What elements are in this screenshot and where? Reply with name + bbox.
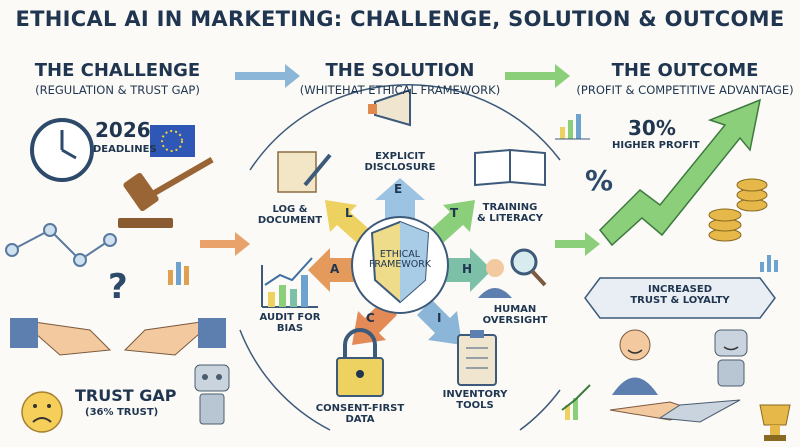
arrow-center-to-right-icon bbox=[555, 232, 600, 256]
arrow-challenge-to-solution-icon bbox=[235, 64, 300, 88]
padlock-icon bbox=[336, 328, 384, 397]
scroll-pen-icon bbox=[277, 151, 332, 193]
step-label: & LITERACY bbox=[477, 212, 543, 224]
letter-a: A bbox=[330, 262, 340, 276]
robot-icon bbox=[194, 364, 230, 425]
handshake-icon bbox=[609, 399, 741, 423]
framework-label-line2: FRAMEWORK bbox=[368, 258, 432, 270]
person-magnifier-icon bbox=[478, 248, 547, 298]
letter-t-arrow bbox=[430, 200, 475, 243]
letter-i: I bbox=[437, 311, 442, 325]
step-label: EXPLICIT bbox=[375, 151, 425, 162]
letter-h: H bbox=[462, 262, 473, 276]
up-chart-icon bbox=[561, 384, 591, 420]
step-label: BIAS bbox=[276, 322, 304, 334]
step-label: INVENTORY bbox=[442, 389, 508, 400]
cycle-arc-top bbox=[249, 84, 561, 171]
arrow-left-to-center-icon bbox=[200, 232, 250, 256]
profit-value: 30% bbox=[628, 116, 676, 140]
trust-gap-label: TRUST GAP bbox=[75, 386, 177, 405]
growth-chart-icon bbox=[555, 114, 590, 140]
eu-flag-icon bbox=[150, 125, 195, 157]
clipboard-icon bbox=[457, 330, 497, 386]
gavel-icon bbox=[118, 157, 214, 228]
growth-arrow-icon bbox=[598, 98, 762, 247]
step-label: DATA bbox=[345, 413, 375, 425]
framework-label-line1: ETHICAL bbox=[379, 249, 421, 260]
banner-line1: INCREASED bbox=[647, 284, 713, 295]
framework-center-label: ETHICAL FRAMEWORK bbox=[352, 250, 448, 270]
arrow-solution-to-outcome-icon bbox=[505, 64, 570, 88]
step-label: HUMAN bbox=[493, 304, 537, 315]
letter-c: C bbox=[366, 311, 375, 325]
solution-subheading: (WHITEHAT ETHICAL FRAMEWORK) bbox=[299, 83, 501, 97]
challenge-subheading: (REGULATION & TRUST GAP) bbox=[35, 83, 200, 97]
step-label: AUDIT FOR bbox=[259, 312, 321, 323]
profit-label: HIGHER PROFIT bbox=[612, 140, 700, 151]
megaphone-icon bbox=[368, 88, 411, 127]
letter-e-arrow bbox=[375, 178, 425, 225]
letter-e: E bbox=[394, 182, 403, 196]
clock-icon bbox=[30, 118, 94, 182]
page-title: ETHICAL AI IN MARKETING: CHALLENGE, SOLU… bbox=[15, 7, 785, 31]
outcome-subheading: (PROFIT & COMPETITIVE ADVANTAGE) bbox=[576, 83, 794, 97]
deadline-label: DEADLINES bbox=[93, 144, 157, 155]
letter-i-arrow bbox=[417, 300, 462, 345]
step-label: OVERSIGHT bbox=[482, 314, 548, 326]
trust-banner bbox=[584, 277, 776, 319]
banner-line2: TRUST & LOYALTY bbox=[630, 294, 730, 306]
cycle-arc-bottom-right bbox=[519, 389, 561, 431]
trophy-icon bbox=[759, 404, 791, 441]
percent-icon: % bbox=[585, 164, 613, 197]
deadline-year: 2026 bbox=[95, 118, 151, 142]
letter-a-arrow bbox=[308, 248, 355, 292]
network-icon bbox=[5, 223, 117, 267]
smiling-robot-icon bbox=[714, 329, 748, 387]
letter-l-arrow bbox=[325, 200, 370, 243]
bar-chart-icon bbox=[168, 262, 189, 285]
step-label: CONSENT-FIRST bbox=[315, 403, 405, 414]
step-label: TOOLS bbox=[456, 399, 494, 411]
letter-t: T bbox=[450, 206, 459, 220]
smiling-person-icon bbox=[612, 329, 658, 395]
step-label: DISCLOSURE bbox=[364, 161, 436, 173]
step-label: DOCUMENT bbox=[257, 214, 323, 226]
outcome-heading: THE OUTCOME bbox=[611, 60, 759, 81]
coins-icon bbox=[708, 178, 768, 242]
step-label: TRAINING bbox=[482, 202, 538, 213]
sad-face-icon bbox=[21, 391, 63, 433]
letter-l: L bbox=[345, 206, 353, 220]
shield-icon bbox=[370, 220, 430, 304]
book-icon bbox=[474, 148, 546, 187]
broken-handshake-icon bbox=[10, 318, 226, 356]
step-training-literacy: TRAINING& LITERACY bbox=[465, 202, 555, 224]
cycle-arc-bottom-left bbox=[239, 329, 331, 431]
solution-heading: THE SOLUTION bbox=[325, 60, 475, 81]
small-bar-chart-icon bbox=[760, 255, 778, 272]
question-mark-icon: ? bbox=[108, 267, 128, 307]
step-label: LOG & bbox=[272, 204, 308, 215]
trust-gap-value: (36% TRUST) bbox=[85, 407, 159, 418]
letter-h-arrow bbox=[445, 248, 492, 292]
chart-icon bbox=[261, 257, 318, 308]
challenge-heading: THE CHALLENGE bbox=[34, 60, 201, 81]
step-log-document: LOG &DOCUMENT bbox=[250, 204, 330, 226]
